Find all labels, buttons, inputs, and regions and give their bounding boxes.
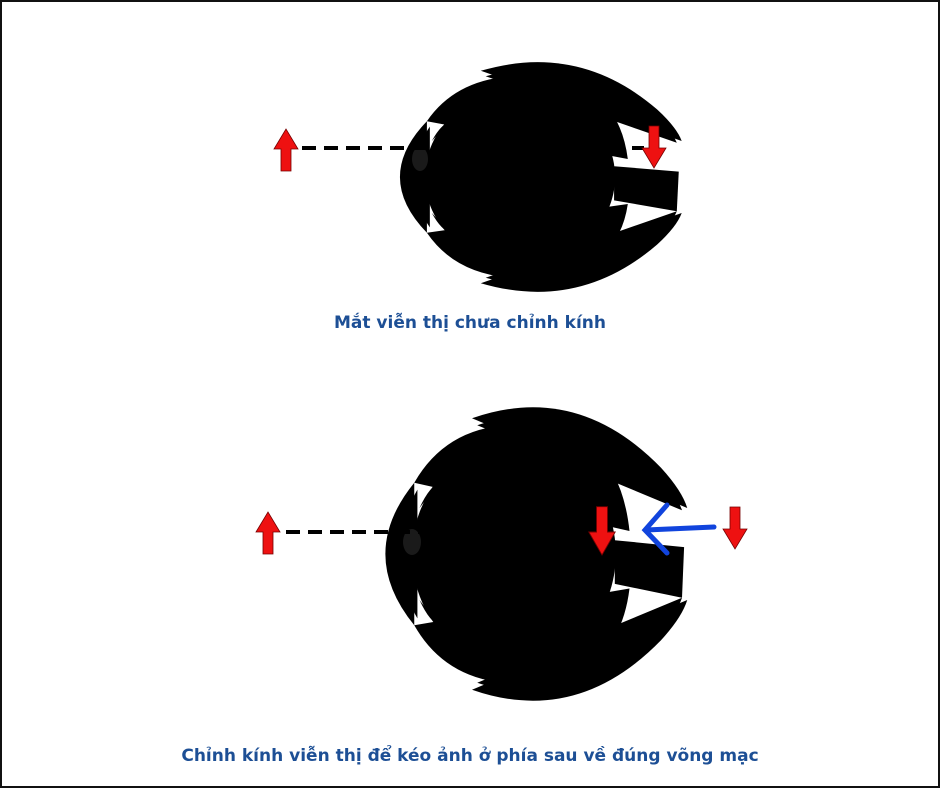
blue-correction-arrow-icon <box>641 502 717 556</box>
caption-corrected: Chỉnh kính viễn thị để kéo ảnh ở phía sa… <box>181 746 759 766</box>
pupil-bottom <box>403 529 421 555</box>
object-arrow-up-icon <box>255 511 281 555</box>
eye-corrected <box>385 407 688 701</box>
behind-image-arrow-down-icon <box>722 506 748 550</box>
caption-uncorrected: Mắt viễn thị chưa chỉnh kính <box>333 313 606 333</box>
pupil-top <box>412 147 428 171</box>
object-arrow-up-icon <box>273 128 299 172</box>
eye-uncorrected <box>399 62 682 292</box>
